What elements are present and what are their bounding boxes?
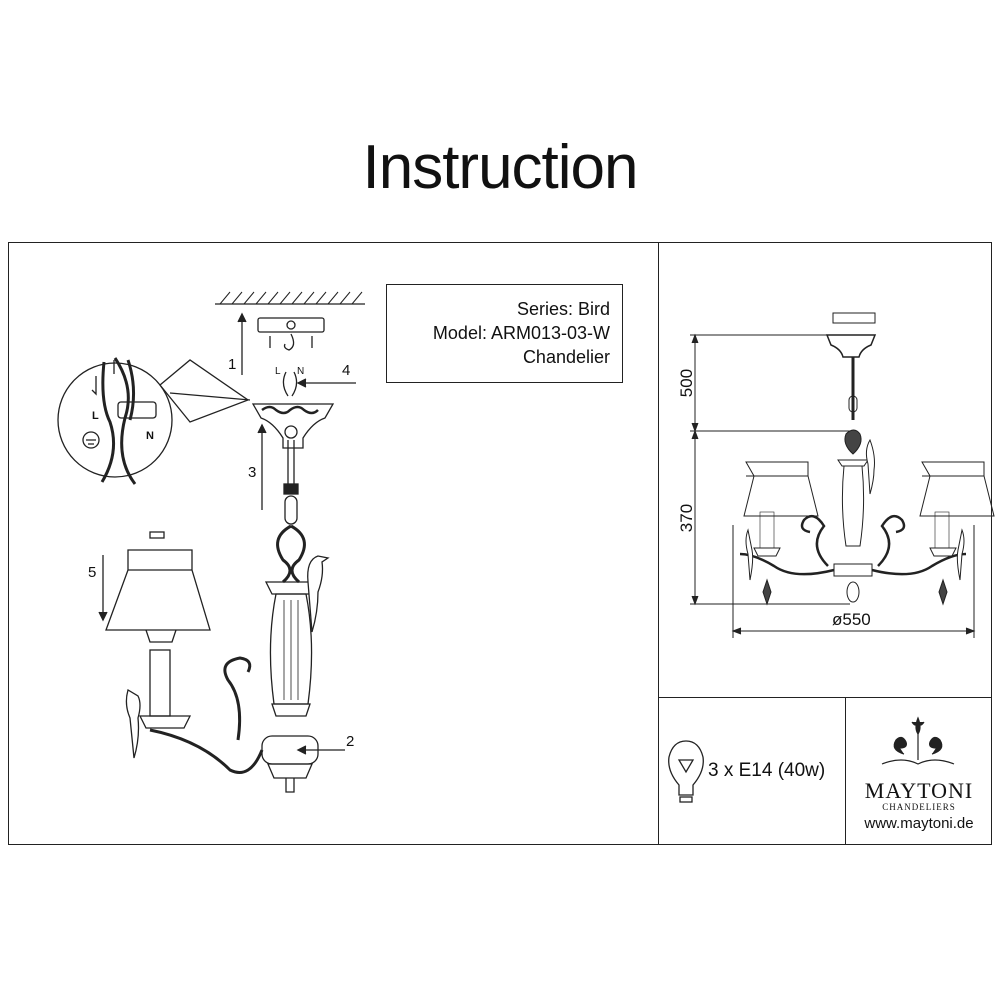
lamp-spec: 3 x E14 (40w) xyxy=(708,760,826,781)
magnified-neutral-label: N xyxy=(146,430,154,442)
step-number-5: 5 xyxy=(88,564,97,581)
brand-url[interactable]: www.maytoni.de xyxy=(864,815,974,832)
series-label: Series: Bird xyxy=(516,299,610,319)
diameter-dimension: ø550 xyxy=(832,610,871,629)
live-wire-label: L xyxy=(275,366,281,377)
neutral-wire-label: N xyxy=(297,366,305,377)
model-label: Model: ARM013-03-W xyxy=(432,323,610,343)
divider xyxy=(845,697,846,845)
instruction-frame xyxy=(8,242,992,845)
page-title: Instruction xyxy=(362,133,638,202)
product-type-label: Chandelier xyxy=(522,347,610,367)
magnified-live-label: L xyxy=(92,410,99,422)
step-number-3: 3 xyxy=(248,464,257,481)
step-number-4: 4 xyxy=(342,362,351,379)
brand-name: MAYTONI xyxy=(864,778,974,803)
step-number-2: 2 xyxy=(346,733,355,750)
brand-subtitle: CHANDELIERS xyxy=(882,802,956,812)
step-number-1: 1 xyxy=(228,356,237,373)
divider xyxy=(658,242,659,845)
product-info-box: Series: Bird Model: ARM013-03-W Chandeli… xyxy=(386,284,623,383)
divider xyxy=(658,697,992,698)
